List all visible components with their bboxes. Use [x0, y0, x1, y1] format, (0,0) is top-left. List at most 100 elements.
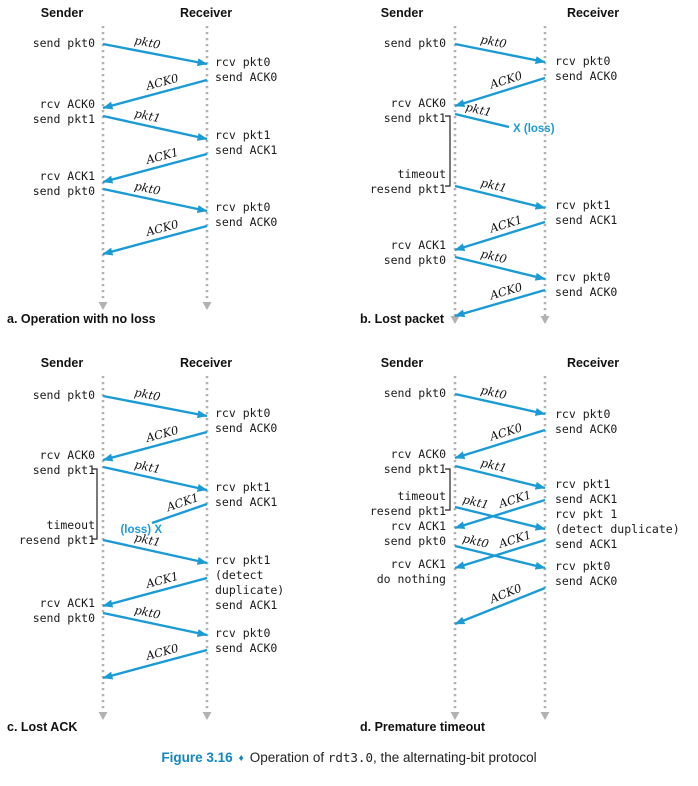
figure-caption: Figure 3.16 ♦ Operation of rdt3.0, the alt… — [0, 750, 698, 765]
timeline-sender-arrowhead-icon — [450, 316, 460, 324]
message-arrow — [454, 392, 546, 416]
figure-number: Figure 3.16 — [161, 750, 233, 765]
timeline-sender-arrowhead-icon — [98, 712, 108, 720]
event-annotation: send pkt0 — [32, 36, 95, 50]
message-arrow — [102, 430, 208, 462]
message-arrow — [454, 112, 510, 129]
packet-label: pkt0 — [479, 32, 508, 51]
message-arrow — [102, 465, 208, 492]
message-arrow — [102, 78, 208, 110]
packet-label: pkt0 — [461, 531, 490, 551]
figure-caption-text: Operation of — [249, 750, 328, 765]
timeline-sender-arrowhead-icon — [450, 712, 460, 720]
message-arrow — [454, 505, 546, 531]
timer-bracket — [445, 468, 451, 511]
packet-label: pkt1 — [461, 492, 490, 512]
timeline-receiver-arrowhead-icon — [202, 302, 212, 310]
sender-label: Sender — [380, 6, 424, 20]
panel-caption: d. Premature timeout — [360, 720, 486, 734]
message-arrow — [454, 586, 546, 626]
figure-caption-code: rdt3.0 — [327, 750, 373, 765]
packet-label: pkt1 — [133, 106, 162, 125]
message-arrow — [454, 288, 546, 318]
receiver-label: Receiver — [179, 356, 233, 370]
message-arrow — [151, 502, 208, 525]
packet-label: pkt0 — [133, 385, 161, 404]
packet-label: pkt1 — [464, 100, 493, 120]
diamond-icon: ♦ — [238, 753, 244, 764]
packet-label: pkt1 — [133, 457, 162, 476]
event-annotation: send pkt0 — [383, 386, 446, 400]
loss-marker: (loss) X — [120, 524, 162, 536]
message-arrow — [102, 538, 208, 565]
event-annotation: send pkt0 — [383, 36, 446, 50]
panel-caption: c. Lost ACK — [7, 720, 78, 734]
message-arrow — [454, 498, 546, 530]
timer-bracket — [445, 115, 451, 187]
message-arrow — [454, 184, 546, 210]
figure-caption-text: , the alternating-bit protocol — [372, 750, 537, 765]
message-arrow — [102, 42, 208, 67]
receiver-label: Receiver — [566, 356, 620, 370]
sender-label: Sender — [380, 356, 424, 370]
packet-label: pkt0 — [133, 603, 162, 622]
sender-label: Sender — [40, 6, 84, 20]
timeline-sender-arrowhead-icon — [98, 302, 108, 310]
message-arrow — [454, 76, 546, 108]
message-arrow — [454, 428, 546, 460]
receiver-label: Receiver — [566, 6, 620, 20]
message-arrow — [102, 224, 208, 256]
message-arrow — [102, 114, 208, 141]
message-arrow — [102, 394, 208, 419]
packet-label: pkt0 — [479, 246, 508, 266]
packet-label: pkt1 — [133, 530, 162, 549]
packet-label: pkt1 — [479, 455, 508, 475]
packet-label: pkt0 — [133, 179, 162, 198]
message-arrow — [102, 648, 208, 680]
sender-label: Sender — [40, 356, 84, 370]
message-arrow — [454, 220, 546, 252]
timer-bracket — [92, 468, 98, 540]
message-arrow — [454, 538, 546, 570]
message-arrow — [102, 187, 208, 213]
event-annotation: send pkt0 — [32, 388, 95, 402]
message-arrow — [102, 611, 208, 637]
timeline-receiver-arrowhead-icon — [540, 712, 550, 720]
panel-caption: b. Lost packet — [360, 312, 445, 326]
message-arrow — [454, 544, 546, 570]
message-arrow — [454, 42, 546, 65]
packet-label: pkt0 — [479, 383, 508, 402]
packet-label: pkt1 — [479, 175, 508, 195]
packet-label: pkt0 — [133, 33, 161, 52]
timeline-receiver-arrowhead-icon — [202, 712, 212, 720]
event-annotation: rcv pkt 1(detect duplicate)send ACK1 — [555, 507, 680, 551]
receiver-label: Receiver — [179, 6, 233, 20]
